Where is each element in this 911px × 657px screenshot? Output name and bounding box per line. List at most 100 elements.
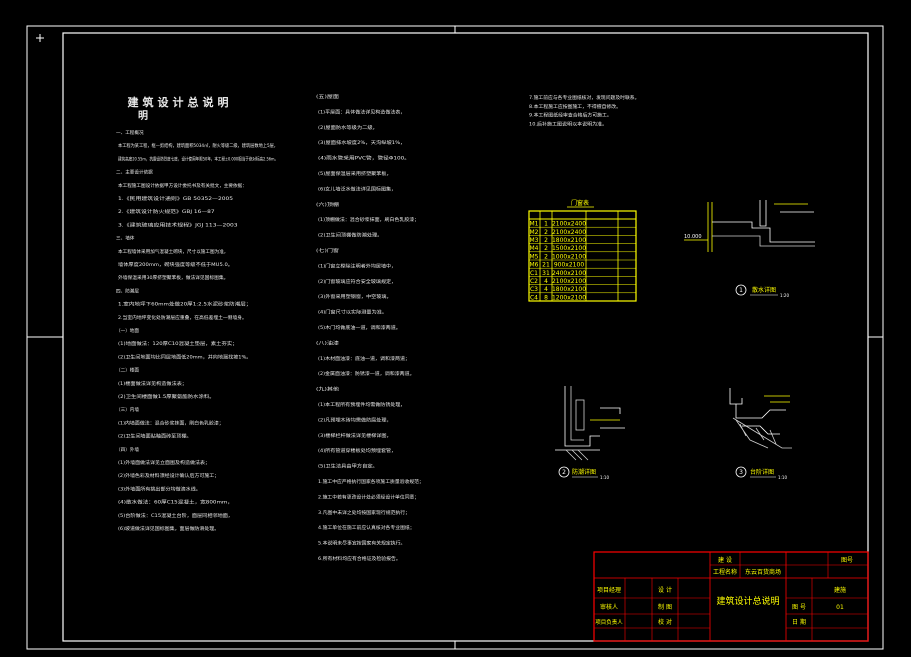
note-line: (2)卫生间墙面贴釉面砖至顶棚。 [118,433,192,440]
table-cell: M4 [530,245,539,252]
note-line: 2.《建筑设计防火规范》GBJ 16—87 [118,208,215,215]
tb-project-name-label: 工程名称 [713,568,737,576]
table-cell: M1 [530,221,539,228]
note-line: 四、防潮层 [116,287,139,294]
tb-project-name: 东云百货商场 [745,568,781,576]
detail-1-title: 散水详图 [752,286,776,294]
note-line: 建筑高度20.55m，抗震设防烈度七度，设计使用年限50年，本工程±0.000相… [118,155,278,162]
tb-reviewer: 审核人 [600,603,618,611]
tb-project-lead: 项目负责人 [595,618,623,626]
tb-draw: 制 图 [658,603,672,611]
sheet-title-suffix: 明 [138,110,148,122]
table-cell: 4 [544,278,548,285]
table-cell: M2 [530,229,539,236]
svg-text:2: 2 [562,469,566,476]
tb-stage-num: 01 [836,604,844,611]
note-line: 本工程墙体采用加气混凝土砌块，尺寸以施工图为准， [118,248,228,255]
note-line: (1)楼面做法详见构造做法表； [118,380,187,387]
table-cell: 2 [544,229,548,236]
table-cell: M6 [530,262,539,269]
note-line: (2)金属面油漆：防锈漆一道，调和漆两道。 [318,370,415,377]
detail-2-title: 防潮详图 [572,468,596,476]
note-line: (2)卫生间顶棚做防潮处理。 [318,232,382,239]
note-line: 8.本工程施工应按图施工，不得擅自修改。 [529,103,621,110]
note-line: (1)顶棚做法：混合砂浆抹面，刷白色乳胶漆； [318,216,419,223]
note-line: (1)本工程所有预埋件均需做防锈处理， [318,401,405,408]
note-line: 5.本说明未尽事宜按国家有关规定执行。 [318,540,405,547]
detail-1-elevation: 10.000 [684,234,702,240]
note-line: (2)卫生间地面均比同层地面低20mm，并向地漏找坡1%。 [118,353,251,360]
note-line: 2.当室内地坪变化处防潮层应重叠，在高低差埋土一侧墙身。 [118,314,247,321]
svg-text:1: 1 [739,287,743,294]
note-line: (六)顶棚 [316,201,340,208]
detail-1-drawing: 10.000 [684,200,815,252]
detail-2-label: 2 防潮详图 1:10 [558,466,609,480]
note-line: (6)女儿墙泛水做法详见国标图集， [318,185,396,192]
table-cell: 21 [542,262,550,269]
table-cell: 8 [544,294,548,301]
note-line: 三、墙体 [116,235,135,242]
note-line: (2)门窗玻璃应符合安全玻璃规定， [318,278,396,285]
note-line: (八)油漆 [316,339,340,346]
tb-date-label: 日 期 [792,618,806,626]
note-line: (2)屋面防水等级为二级， [318,124,378,131]
table-cell: 2 [544,237,548,244]
note-line: 二、主要设计依据 [116,169,153,176]
note-line: 1.室内地坪下60mm处做20厚1:2.5水泥砂浆防潮层； [118,301,251,308]
note-line: 外墙保温采用30厚挤塑聚苯板，做法详见国标图集。 [118,274,228,281]
table-cell: M5 [530,253,539,260]
table-cell: C3 [530,286,538,293]
note-line: (5)屋面保温层采用挤塑聚苯板， [318,170,392,177]
note-line: (1)内墙面做法：混合砂浆抹面，刷白色乳胶漆； [118,419,224,426]
note-line: (五)屋面 [316,94,340,100]
tb-project-label: 建 设 [718,556,732,564]
note-line: (九)其他 [316,386,340,393]
note-line: (4)散水做法：60厚C15混凝土，宽800mm， [118,499,233,506]
detail-3-label: 3 台阶详图 1:10 [735,466,787,480]
note-line: (3)屋面排水坡度2%，天沟纵坡1%， [318,139,405,146]
table-cell: 2 [544,253,548,260]
notes-column-2: (五)屋面(1)平屋面：具体做法详见构造做法表，(2)屋面防水等级为二级，(3)… [316,94,424,562]
notes-column-1: 一、工程概况本工程为某工程，框—剪结构，建筑面积5034㎡，耐火等级二级，建筑层… [116,129,278,532]
detail-1-label: 1 散水详图 1:20 [735,284,789,298]
detail-2-scale: 1:10 [600,475,609,480]
note-line: (3)外窗采用塑钢窗，中空玻璃， [318,293,392,300]
note-line: (七)门窗 [316,247,340,254]
note-line: (4)雨水管采用PVC管，管径Φ100。 [318,155,410,162]
note-line: (5)台阶做法：C15混凝土台阶，面层同相邻地面， [118,512,233,519]
note-line: (2)凡预埋木砖均需做防腐处理， [318,416,392,423]
table-cell: C2 [530,278,538,285]
tb-design-mgr: 项目经理 [597,586,621,594]
note-line: （三）内墙 [116,406,139,413]
note-line: 1.施工中应严格执行国家各项施工质量验收规范； [318,478,424,485]
table-cell: 2400x2100 [552,270,586,277]
note-line: (1)地面做法：120厚C10混凝土垫层，素土夯实； [118,340,238,347]
note-line: (4)门窗尺寸以实际测量为准。 [318,309,387,316]
detail-3-drawing [729,388,792,449]
note-line: (1)门窗立樘除注明者外均居墙中， [318,262,396,269]
note-line: 一、工程概况 [116,129,144,136]
note-line: (6)坡道做法详见国标图集，面层做防滑处理。 [118,525,219,532]
svg-text:3: 3 [739,469,743,476]
note-line: （一）地面 [116,327,139,334]
table-cell: 31 [542,270,550,277]
note-line: 7.施工前应与各专业图纸核对，发现问题及时联系。 [529,94,639,101]
door-table-title: 门窗表 [571,199,589,207]
detail-2-drawing [555,386,625,461]
note-line: 本工程为某工程，框—剪结构，建筑面积5034㎡，耐火等级二级，建筑层数地上5层， [118,142,278,149]
notes-column-3: 7.施工前应与各专业图纸核对，发现问题及时联系。 8.本工程施工应按图施工，不得擅… [529,94,639,127]
table-cell: 1000x2100 [552,253,586,260]
table-cell: 900x2100 [554,262,584,269]
note-line: (3)外墙面所有挑出部分均做滴水线。 [118,485,201,492]
table-cell: 1200x2100 [552,294,586,301]
note-line: 1.《民用建筑设计通则》GB 50352—2005 [118,195,233,202]
sheet-title: 建筑设计总说明 [128,95,233,109]
table-cell: 2100x2400 [552,229,586,236]
tb-page-label: 图 号 [792,604,806,611]
table-cell: 1800x2100 [552,237,586,244]
note-line: (5)木门均做底油一道，调和漆两道。 [318,324,401,331]
note-line: (2)卫生间楼面做1.5厚聚氨酯防水涂料。 [118,393,215,400]
table-cell: 2100x2100 [552,278,586,285]
note-line: 10.后补施工图说明以本说明为准。 [529,120,607,127]
